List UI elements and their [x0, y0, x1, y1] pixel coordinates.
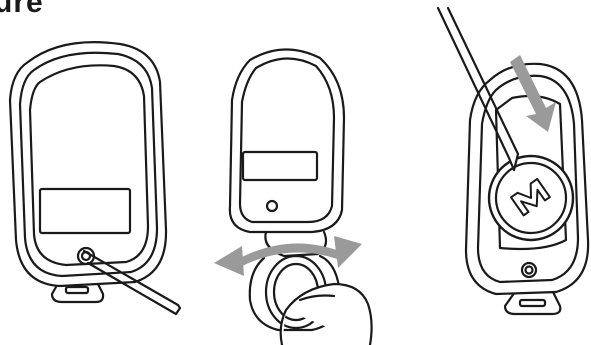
step-2-key-fob [230, 49, 372, 345]
fob-outer-shell [230, 49, 344, 232]
key-ring-tab [505, 292, 560, 314]
step-1-key-fob [10, 42, 180, 314]
step-3-key-fob [438, 8, 588, 314]
